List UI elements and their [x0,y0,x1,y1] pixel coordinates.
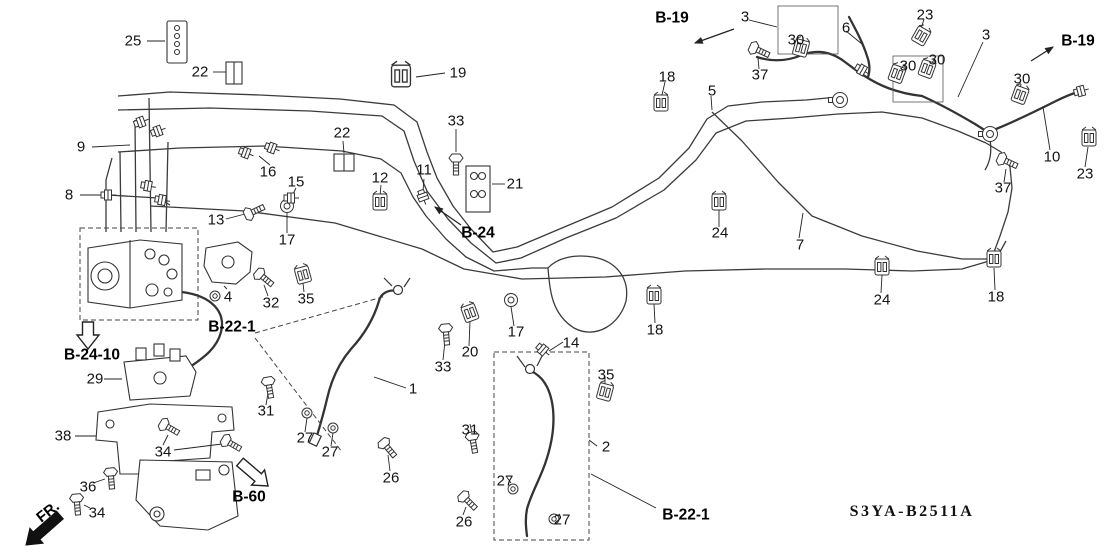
fr-direction-arrow [25,510,65,546]
clamp-22b [333,153,355,172]
nut-icon [132,114,151,130]
washer-icon [301,407,313,419]
clip-icon [372,190,388,211]
nut-icon [263,140,282,156]
clip-icon [653,91,669,112]
proportioning-valve [123,343,197,401]
conn-icon [828,92,848,108]
bracket-lower [135,459,239,531]
clip-icon [711,190,727,211]
bolt-icon [218,431,245,456]
washer-icon [548,513,560,525]
bolt-icon [260,375,279,400]
bolt-icon [102,466,120,491]
bolt-icon [455,488,481,514]
b19-right-arrow [1030,46,1055,62]
bolt-icon [464,430,483,455]
clip-icon [292,262,313,286]
brake-tube-lines [105,91,1013,333]
diagram-code: S3YA-B2511A [849,503,975,520]
abs-modulator [87,239,183,309]
clip-icon [986,247,1002,268]
grommet-icon [504,293,518,307]
nut-icon [149,123,168,139]
hose-fittings [308,277,544,448]
b24-10-block-arrow [75,321,101,351]
hose-bracket-4 [203,241,253,285]
bolt-icon [437,322,455,347]
brake-hoses [180,15,1083,538]
washer-icon [209,290,221,302]
bolt-icon [448,153,464,176]
nut-icon [1072,83,1091,99]
clip-icon [1081,126,1097,147]
bolt-icon [241,200,268,223]
nut-icon [139,179,158,193]
clip-icon [874,255,890,276]
clamp-22a [225,61,243,85]
b24-arrow [434,206,462,226]
bracket-38 [95,403,235,475]
nut-icon [283,192,300,204]
bolt-icon [68,492,86,517]
leader-lines [75,18,1089,519]
bracket-21 [465,165,491,213]
b60-block-arrow [235,457,269,487]
washer-icon [327,422,339,434]
dashed-boxes [79,227,590,541]
clip-icon [646,284,662,305]
nut-icon [100,189,117,201]
bolt-icon [994,150,1021,173]
joint-25 [166,20,188,64]
b19-left-arrow [693,28,735,44]
clip-icon [390,60,412,88]
nut-icon [237,145,256,161]
washer-icon [507,483,519,495]
clip-icon [459,299,480,324]
reference-arrows [25,28,1055,546]
